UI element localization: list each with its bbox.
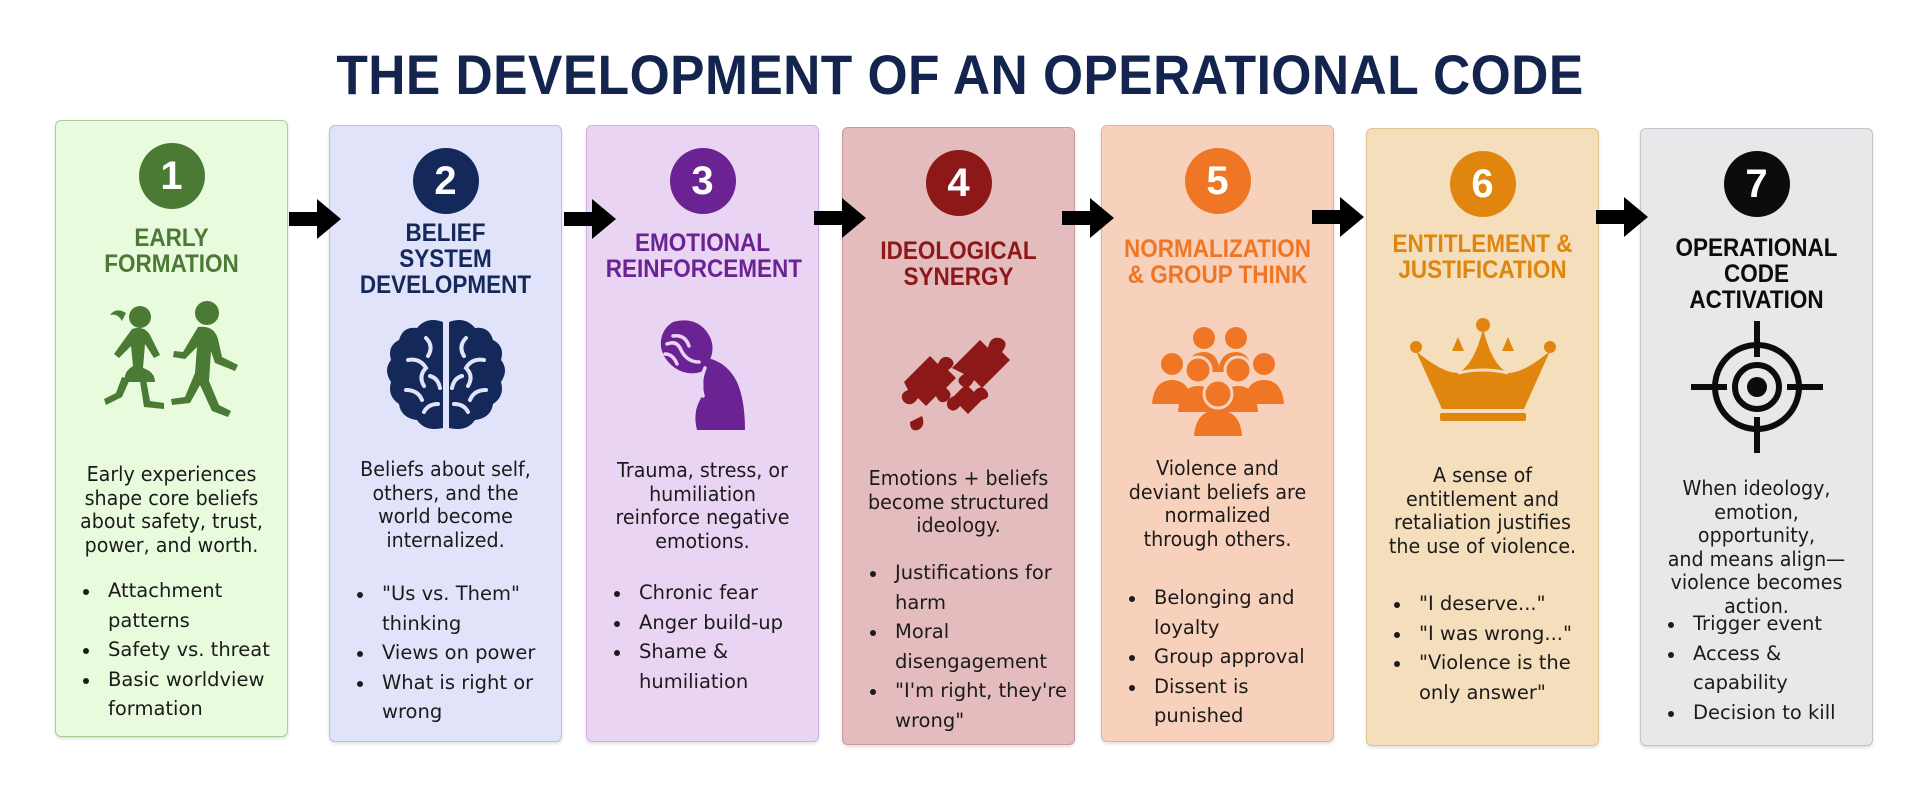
flow-arrow-icon bbox=[814, 198, 866, 238]
list-item: "I'm right, they're wrong" bbox=[865, 676, 1068, 735]
step-number-badge: 5 bbox=[1184, 148, 1251, 214]
list-item: Belonging and loyalty bbox=[1124, 583, 1327, 642]
flow-arrow-icon bbox=[564, 199, 616, 239]
crosshair-target-icon bbox=[1690, 321, 1823, 453]
stage-title: ENTITLEMENT &JUSTIFICATION bbox=[1392, 230, 1573, 284]
list-item: Trigger event bbox=[1663, 609, 1866, 639]
flow-arrow-icon bbox=[1312, 197, 1364, 237]
list-item: Chronic fear bbox=[609, 578, 812, 608]
stage-bullet-list: Belonging and loyalty Group approval Dis… bbox=[1124, 583, 1327, 731]
stage-title: NORMALIZATION& GROUP THINK bbox=[1123, 235, 1312, 289]
step-number-badge: 6 bbox=[1449, 151, 1516, 217]
list-item: Attachment patterns bbox=[78, 576, 281, 635]
step-number-badge: 4 bbox=[925, 150, 992, 216]
flow-arrow-icon bbox=[1062, 198, 1114, 238]
list-item: Shame & humiliation bbox=[609, 637, 812, 696]
list-item: "Us vs. Them" thinking bbox=[352, 579, 555, 638]
list-item: What is right or wrong bbox=[352, 668, 555, 727]
list-item: Justifications for harm bbox=[865, 558, 1068, 617]
stage-bullet-list: "Us vs. Them" thinking Views on power Wh… bbox=[352, 579, 555, 727]
page-title: THE DEVELOPMENT OF AN OPERATIONAL CODE bbox=[336, 43, 1584, 106]
stage-bullet-list: Trigger event Access & capability Decisi… bbox=[1663, 609, 1866, 727]
list-item: Decision to kill bbox=[1663, 698, 1866, 728]
step-number-badge: 2 bbox=[412, 148, 479, 214]
list-item: Access & capability bbox=[1663, 639, 1866, 698]
list-item: "I was wrong..." bbox=[1389, 619, 1592, 649]
list-item: Dissent is punished bbox=[1124, 672, 1327, 731]
stage-description: When ideology,emotion, opportunity,and m… bbox=[1667, 476, 1846, 618]
list-item: Anger build-up bbox=[609, 608, 812, 638]
list-item: "I deserve..." bbox=[1389, 589, 1592, 619]
brain-icon bbox=[386, 320, 505, 429]
list-item: Safety vs. threat bbox=[78, 635, 281, 665]
step-number-badge: 7 bbox=[1723, 151, 1790, 217]
stage-card-5: 5 NORMALIZATION& GROUP THINK Violence an… bbox=[1101, 125, 1334, 742]
distressed-person-icon bbox=[660, 320, 745, 430]
stage-bullet-list: Chronic fear Anger build-up Shame & humi… bbox=[609, 578, 812, 696]
list-item: Views on power bbox=[352, 638, 555, 668]
step-number-badge: 1 bbox=[138, 143, 205, 209]
list-item: Basic worldview formation bbox=[78, 665, 281, 724]
stage-bullet-list: Attachment patterns Safety vs. threat Ba… bbox=[78, 576, 281, 724]
crown-icon bbox=[1409, 318, 1556, 421]
stage-bullet-list: "I deserve..." "I was wrong..." "Violenc… bbox=[1389, 589, 1592, 707]
list-item: "Violence is the only answer" bbox=[1389, 648, 1592, 707]
flow-arrow-icon bbox=[289, 199, 341, 239]
stage-bullet-list: Justifications for harm Moral disengagem… bbox=[865, 558, 1068, 735]
list-item: Moral disengagement bbox=[865, 617, 1068, 676]
flow-arrow-icon bbox=[1596, 197, 1648, 237]
group-icon bbox=[1151, 327, 1284, 436]
running-children-icon bbox=[103, 301, 238, 417]
step-number-badge: 3 bbox=[669, 148, 736, 214]
puzzle-pieces-icon bbox=[901, 337, 1010, 431]
list-item: Group approval bbox=[1124, 642, 1327, 672]
